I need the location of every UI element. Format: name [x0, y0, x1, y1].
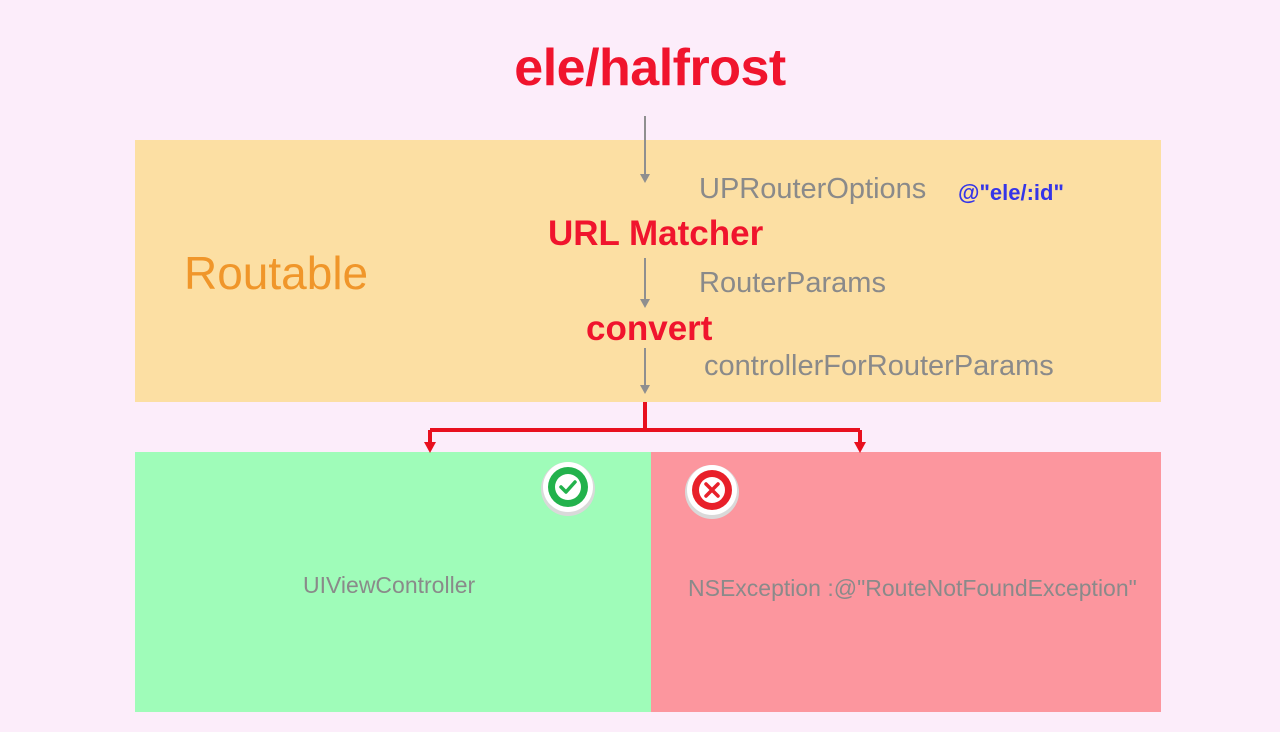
diagram-title: ele/halfrost [514, 39, 786, 97]
flow-arrow-convert-to-controller [640, 348, 650, 394]
routable-box [135, 140, 1161, 402]
flow-arrow-title-to-matcher [640, 116, 650, 183]
url-matcher-step: URL Matcher [548, 214, 764, 253]
failure-result-text: NSException :@"RouteNotFoundException" [688, 575, 1137, 601]
controller-method-label: controllerForRouterParams [704, 350, 1054, 382]
route-pattern: @"ele/:id" [958, 180, 1064, 205]
branch-connector [424, 402, 866, 453]
flow-arrow-matcher-to-convert [640, 258, 650, 308]
router-options-label: UPRouterOptions [699, 173, 927, 205]
success-result-text: UIViewController [303, 572, 476, 598]
check-icon [541, 462, 595, 516]
x-icon [685, 465, 739, 519]
router-params-label: RouterParams [699, 267, 886, 299]
convert-step: convert [586, 309, 713, 348]
routable-label: Routable [184, 247, 369, 299]
